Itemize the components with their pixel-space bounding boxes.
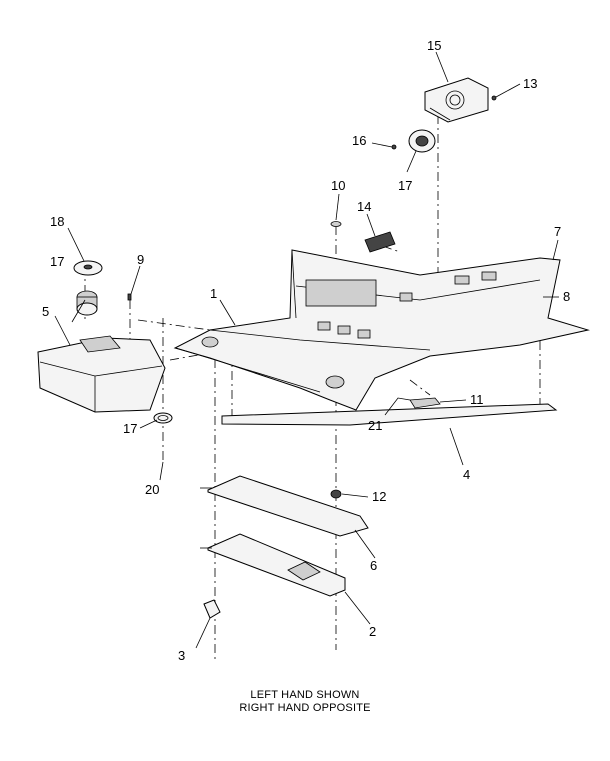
callout-3: 3: [178, 648, 185, 663]
callout-11: 11: [470, 392, 484, 407]
callout-2: 2: [369, 624, 376, 639]
callout-5: 5: [42, 304, 49, 319]
callout-19: 18: [50, 214, 64, 229]
part-14-pad: [364, 231, 396, 253]
callout-13: 13: [523, 76, 537, 91]
part-11-lamp: [409, 397, 441, 409]
part-16-screw: [391, 144, 397, 150]
leader-lines: [54, 51, 559, 649]
callout-17-lower: 17: [50, 254, 64, 269]
callout-21: 21: [368, 418, 382, 433]
caption-line-1: LEFT HAND SHOWN: [250, 689, 360, 701]
part-3-clip: [203, 599, 221, 619]
callout-9: 9: [137, 252, 144, 267]
callout-labels: 15 13 16 17 10 14 7 18 9 17 1 8 5 11 17 …: [42, 38, 570, 663]
part-17-grommet-upper: [408, 129, 436, 153]
part-19-cap: [73, 260, 103, 276]
callout-1: 1: [210, 286, 217, 301]
part-4-trim-strip: [221, 403, 558, 426]
callout-12: 12: [372, 489, 386, 504]
callout-7: 7: [554, 224, 561, 239]
part-13-screw: [491, 95, 497, 101]
part-5-console-bin: [37, 335, 166, 413]
callout-8: 8: [563, 289, 570, 304]
part-6-cover: [200, 475, 369, 537]
caption-line-2: RIGHT HAND OPPOSITE: [239, 702, 371, 714]
callout-6: 6: [370, 558, 377, 573]
part-1-trim-panel: [173, 249, 590, 411]
callout-16: 16: [352, 133, 366, 148]
callout-18: 17: [123, 421, 137, 436]
callout-15: 15: [427, 38, 441, 53]
callout-17-upper: 17: [398, 178, 412, 193]
part-10-clip: [330, 221, 342, 227]
part-17-grommet-lower: [76, 290, 98, 316]
part-9-clip: [127, 293, 132, 301]
callout-20: 20: [145, 482, 159, 497]
callout-4: 4: [463, 467, 470, 482]
callout-10: 10: [331, 178, 345, 193]
part-2-cover: [200, 533, 346, 597]
part-12-fastener: [330, 489, 342, 499]
callout-14: 14: [357, 199, 371, 214]
part-18-ring: [153, 412, 173, 424]
part-15-bracket: [424, 77, 489, 123]
